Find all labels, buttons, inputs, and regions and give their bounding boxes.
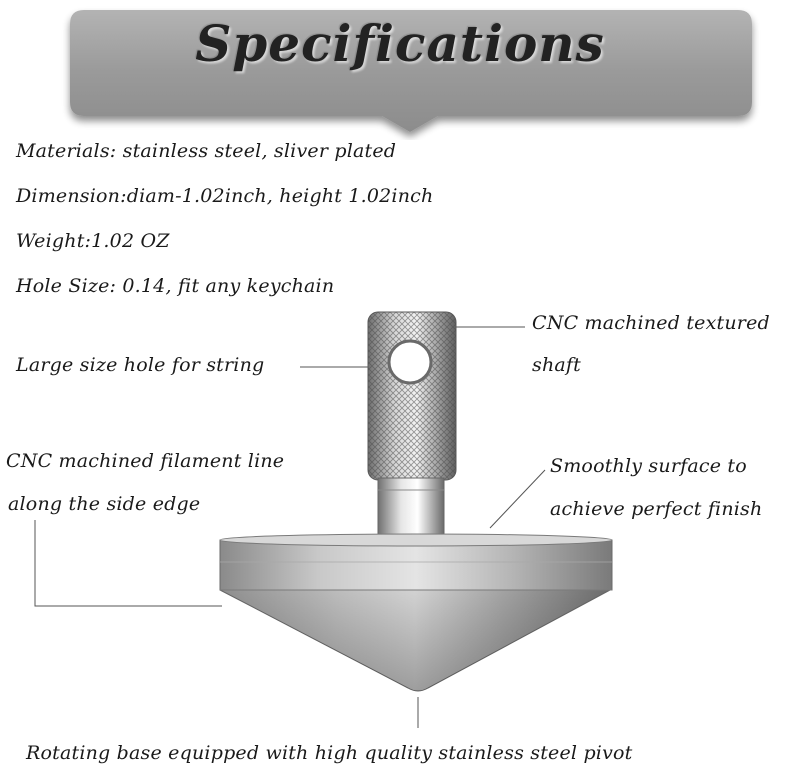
callout-filament-line: CNC machined filament line	[6, 450, 285, 472]
string-hole	[387, 339, 433, 385]
callout-pivot: Rotating base equipped with high quality…	[26, 742, 633, 764]
callout-textured-shaft-2: shaft	[532, 354, 581, 376]
shaft-neck	[377, 477, 445, 537]
callout-surface: Smoothly surface to	[550, 455, 747, 477]
spec-materials: Materials: stainless steel, sliver plate…	[16, 140, 397, 162]
leader-filament-line	[34, 520, 222, 607]
spinning-top-body	[219, 533, 613, 692]
knurled-shaft	[367, 311, 457, 481]
leader-surface	[489, 469, 546, 529]
callout-surface-2: achieve perfect finish	[550, 498, 763, 520]
callout-filament-line-2: along the side edge	[8, 493, 201, 515]
banner-shape	[70, 10, 752, 132]
spec-weight: Weight:1.02 OZ	[16, 230, 170, 252]
spec-dimension: Dimension:diam-1.02inch, height 1.02inch	[16, 185, 434, 207]
specifications-banner: Specifications	[0, 0, 800, 140]
spec-hole-size: Hole Size: 0.14, fit any keychain	[16, 275, 335, 297]
leader-lines	[34, 326, 546, 728]
callout-textured-shaft: CNC machined textured	[532, 312, 770, 334]
banner-title: Specifications	[195, 14, 605, 73]
callout-string-hole: Large size hole for string	[16, 354, 265, 376]
